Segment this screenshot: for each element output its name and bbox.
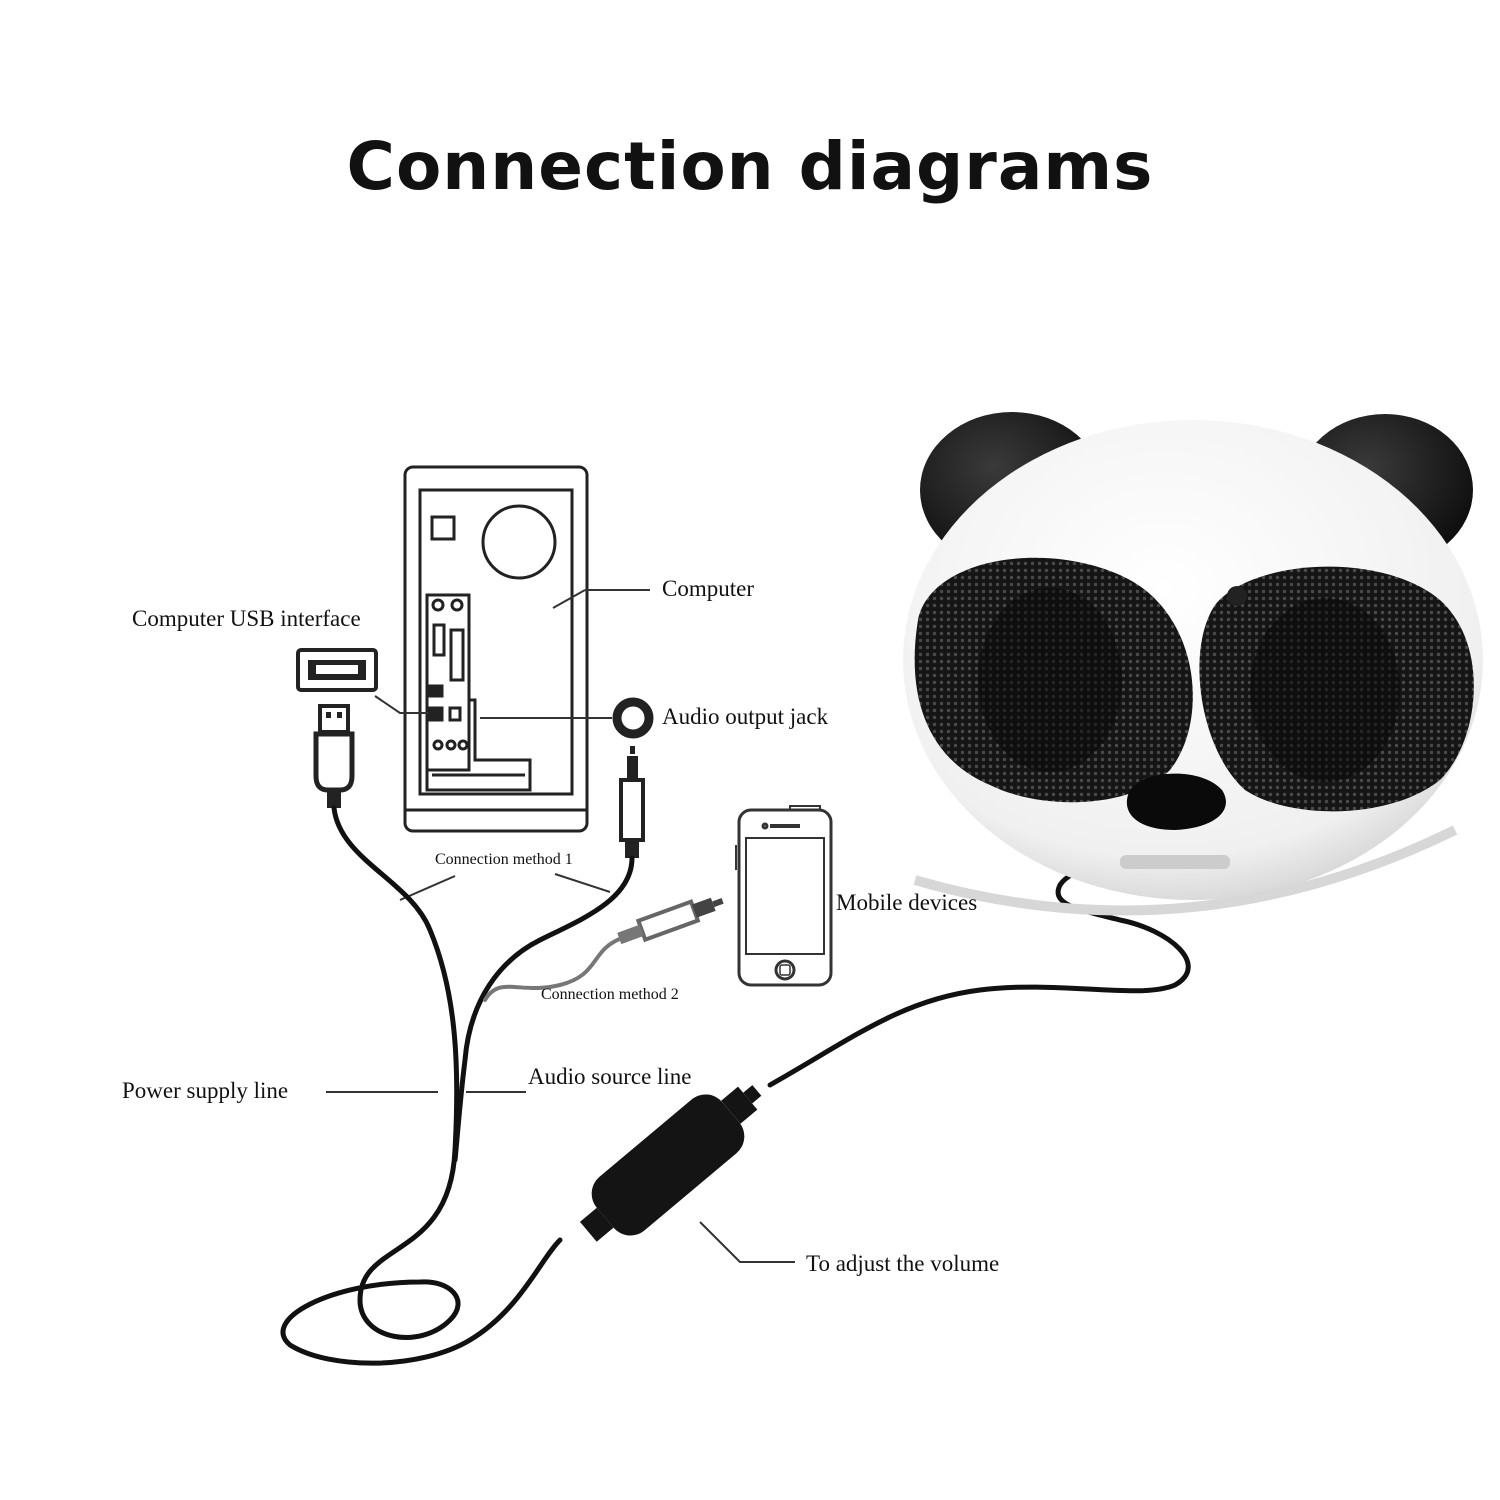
label-power-supply-line: Power supply line (122, 1078, 289, 1103)
audio-jack-ring-icon (612, 697, 654, 739)
label-audio-source-line: Audio source line (528, 1064, 692, 1089)
label-mobile-devices: Mobile devices (836, 890, 978, 915)
label-computer: Computer (662, 576, 754, 601)
label-usb-interface: Computer USB interface (132, 606, 361, 631)
audio-plug-gray-icon (617, 897, 724, 945)
computer-tower-icon (403, 465, 589, 833)
volume-control-icon (579, 1085, 762, 1242)
usb-port-icon (296, 648, 378, 692)
label-adjust-volume: To adjust the volume (806, 1251, 1000, 1276)
page-title: Connection diagrams (346, 128, 1154, 205)
usb-plug-icon (313, 704, 355, 808)
audio-plug-icon (619, 746, 645, 858)
cables (280, 805, 1191, 1366)
panda-speaker-icon (903, 412, 1483, 916)
label-connection-method-2: Connection method 2 (541, 986, 679, 1003)
mobile-phone-icon (735, 805, 833, 987)
label-audio-output-jack: Audio output jack (662, 704, 829, 729)
label-connection-method-1: Connection method 1 (435, 851, 573, 868)
